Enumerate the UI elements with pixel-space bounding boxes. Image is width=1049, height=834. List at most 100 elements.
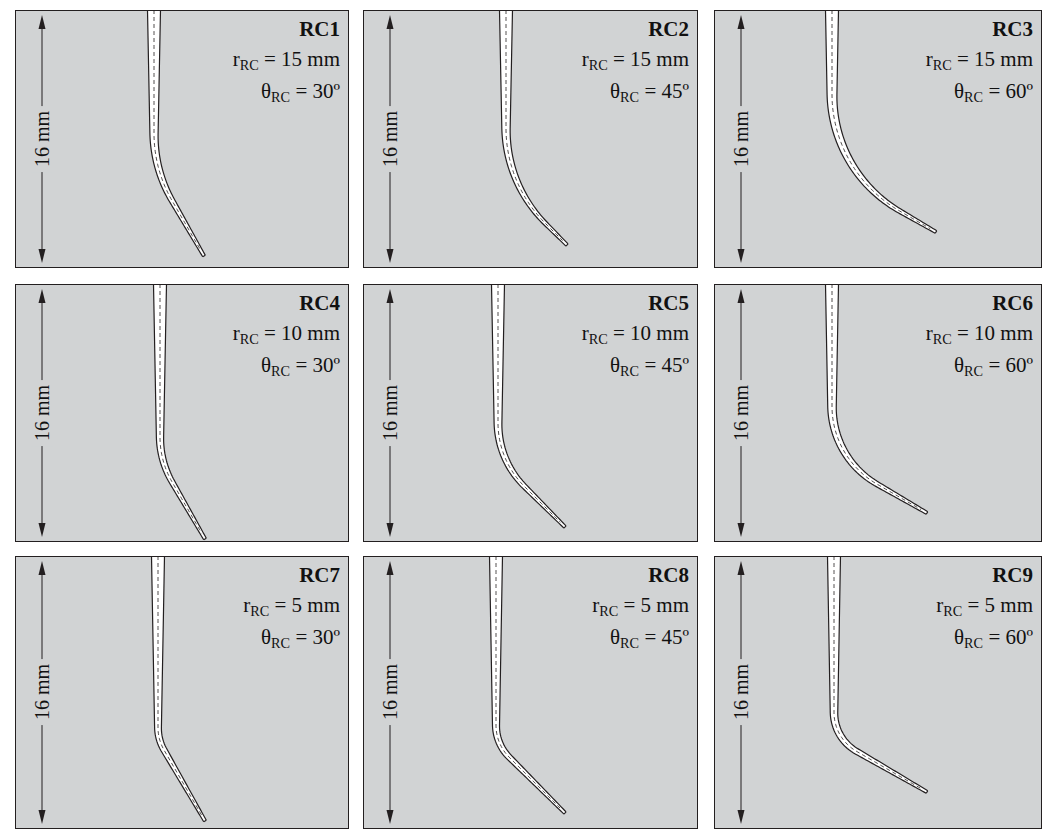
canal-fill [148,10,206,257]
panel-title: RC1 [233,14,340,44]
parameter-value: rRC = 5 mm [592,590,689,622]
canal-wall [161,556,206,820]
panel-ground [714,556,1042,829]
arrowhead [387,249,394,263]
canal-centerline [160,284,202,533]
root-canal [500,10,569,246]
canal-fill [826,284,928,514]
parameter-value: rRC = 10 mm [582,318,689,350]
panel-title: RC2 [582,14,689,44]
root-canal [152,556,207,822]
root-canal [826,284,928,514]
parameter-value: rRC = 10 mm [233,318,340,350]
parameter-value: θRC = 45º [582,350,689,382]
canal-centerline [154,10,201,250]
canal-centerline [498,284,560,522]
canal-fill [490,556,567,814]
canal-wall [838,556,928,791]
panel-title: RC9 [936,560,1033,590]
curvature-panel: RC2rRC = 15 mmθRC = 45º 16 mm [363,10,698,268]
root-canal [490,556,567,814]
arrowhead [738,523,745,537]
arrowhead [738,15,745,29]
canal-wall [828,556,927,793]
canal-centerline [506,10,563,241]
panel-ground [15,10,349,268]
arrowhead [387,523,394,537]
canal-wall [837,10,937,231]
arrowhead [387,289,394,303]
canal-apex [926,512,928,515]
canal-centerline [158,556,202,815]
canal-apex [203,255,206,257]
dimension-label: 16 mm [379,659,401,725]
canal-apex [204,820,207,822]
canal-wall [154,284,204,540]
canal-centerline [832,284,921,510]
panel-ground [363,10,698,268]
curvature-panel: RC7rRC = 5 mmθRC = 30º 16 mm [15,556,349,829]
panel-caption: RC1rRC = 15 mmθRC = 30º [233,14,340,108]
canal-apex [564,812,566,814]
arrowhead [39,289,46,303]
curvature-panel: RC4rRC = 10 mmθRC = 30º 16 mm [15,284,349,542]
arrowhead [39,249,46,263]
root-canal [148,10,206,257]
arrowhead [387,561,394,575]
canal-fill [826,10,937,233]
root-canal [492,284,567,528]
canal-wall [148,10,203,257]
canal-wall [510,10,568,244]
canal-wall [502,284,566,526]
canal-wall [152,556,204,822]
curvature-panel: RC9rRC = 5 mmθRC = 60º16 mm [714,556,1042,829]
canal-fill [152,556,207,822]
panel-ground [363,556,698,829]
arrowhead [738,289,745,303]
parameter-value: θRC = 30º [243,622,340,654]
panel-ground [714,284,1042,542]
panel-caption: RC9rRC = 5 mmθRC = 60º [936,560,1033,654]
arrowhead [39,15,46,29]
panel-title: RC8 [592,560,689,590]
dimension-label: 16 mm [379,380,401,446]
dimension-label: 16 mm [379,106,401,172]
canal-wall [164,284,207,538]
arrowhead [738,249,745,263]
panel-ground [363,284,698,542]
panel-caption: RC4rRC = 10 mmθRC = 30º [233,288,340,382]
canal-fill [500,10,569,246]
parameter-value: θRC = 30º [233,76,340,108]
dimension-label: 16 mm [31,106,53,172]
dimension-label: 16 mm [31,380,53,446]
parameter-value: θRC = 60º [926,350,1033,382]
canal-centerline [832,10,930,229]
panel-ground [15,284,349,542]
dimension-label: 16 mm [730,380,752,446]
parameter-value: rRC = 10 mm [926,318,1033,350]
parameter-value: rRC = 5 mm [936,590,1033,622]
canal-wall [500,10,566,246]
arrowhead [39,523,46,537]
panel-title: RC6 [926,288,1033,318]
canal-fill [828,556,928,793]
parameter-value: rRC = 5 mm [243,590,340,622]
parameter-value: θRC = 45º [582,76,689,108]
arrowhead [39,561,46,575]
arrowhead [387,810,394,824]
parameter-value: rRC = 15 mm [926,44,1033,76]
parameter-value: θRC = 30º [233,350,340,382]
panel-caption: RC8rRC = 5 mmθRC = 45º [592,560,689,654]
panel-ground [15,556,349,829]
canal-fill [154,284,207,540]
panel-caption: RC6rRC = 10 mmθRC = 60º [926,288,1033,382]
dimension-label: 16 mm [31,659,53,725]
panel-caption: RC2rRC = 15 mmθRC = 45º [582,14,689,108]
arrowhead [387,15,394,29]
arrowhead [738,810,745,824]
curvature-panel: RC8rRC = 5 mmθRC = 45º 16 mm [363,556,698,829]
panel-caption: RC7rRC = 5 mmθRC = 30º [243,560,340,654]
canal-wall [826,10,936,233]
